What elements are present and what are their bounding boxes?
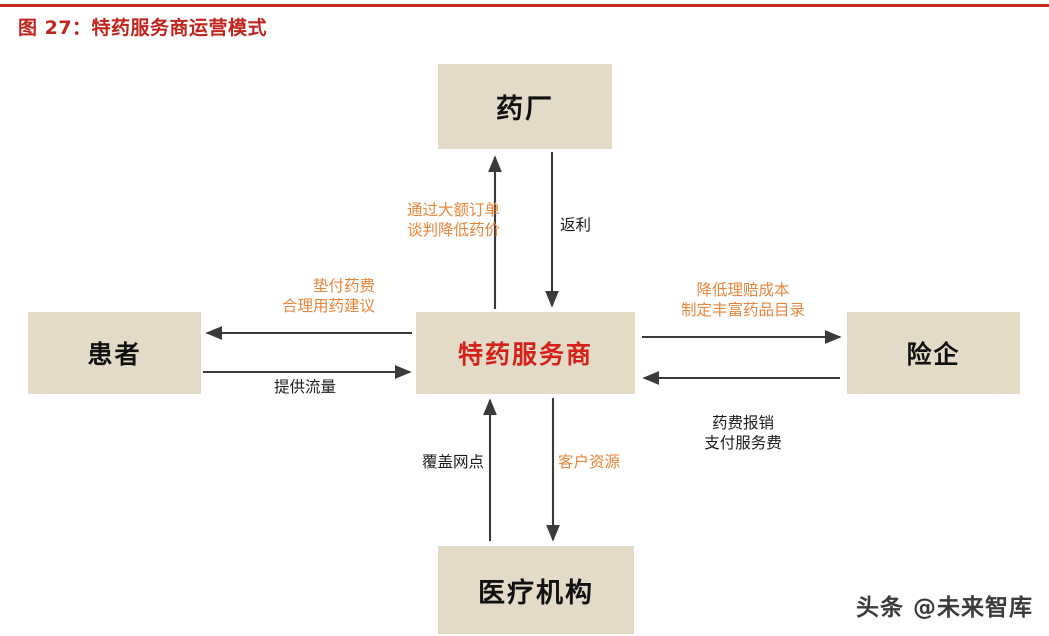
edge-label-rebate: 返利 xyxy=(560,216,592,234)
node-center-label: 特药服务商 xyxy=(457,340,593,369)
node-insurer[interactable]: 险企 xyxy=(847,312,1020,394)
edge-label-claim-cost: 降低理赔成本 制定丰富药品目录 xyxy=(680,281,805,319)
edge-label-advance: 垫付药费 合理用药建议 xyxy=(281,277,375,315)
edge-label-order: 通过大额订单 谈判降低药价 xyxy=(406,201,500,239)
node-patient-label: 患者 xyxy=(87,340,142,369)
watermark: 头条 @未来智库 xyxy=(855,595,1033,621)
header-rule xyxy=(0,4,1049,7)
node-patient[interactable]: 患者 xyxy=(28,312,201,394)
node-insurer-label: 险企 xyxy=(906,340,961,369)
node-pharma[interactable]: 药厂 xyxy=(438,64,612,149)
edge-label-traffic: 提供流量 xyxy=(273,378,336,396)
node-hospital-label: 医疗机构 xyxy=(478,577,594,609)
node-hospital[interactable]: 医疗机构 xyxy=(438,546,634,634)
node-specialty-drug-provider[interactable]: 特药服务商 xyxy=(416,312,635,394)
edge-label-network: 覆盖网点 xyxy=(421,453,484,471)
node-pharma-label: 药厂 xyxy=(496,94,554,125)
edge-label-customer-resource: 客户资源 xyxy=(558,453,621,471)
figure-title: 图 27：特药服务商运营模式 xyxy=(18,17,268,39)
edge-label-reimbursement: 药费报销 支付服务费 xyxy=(704,414,782,452)
